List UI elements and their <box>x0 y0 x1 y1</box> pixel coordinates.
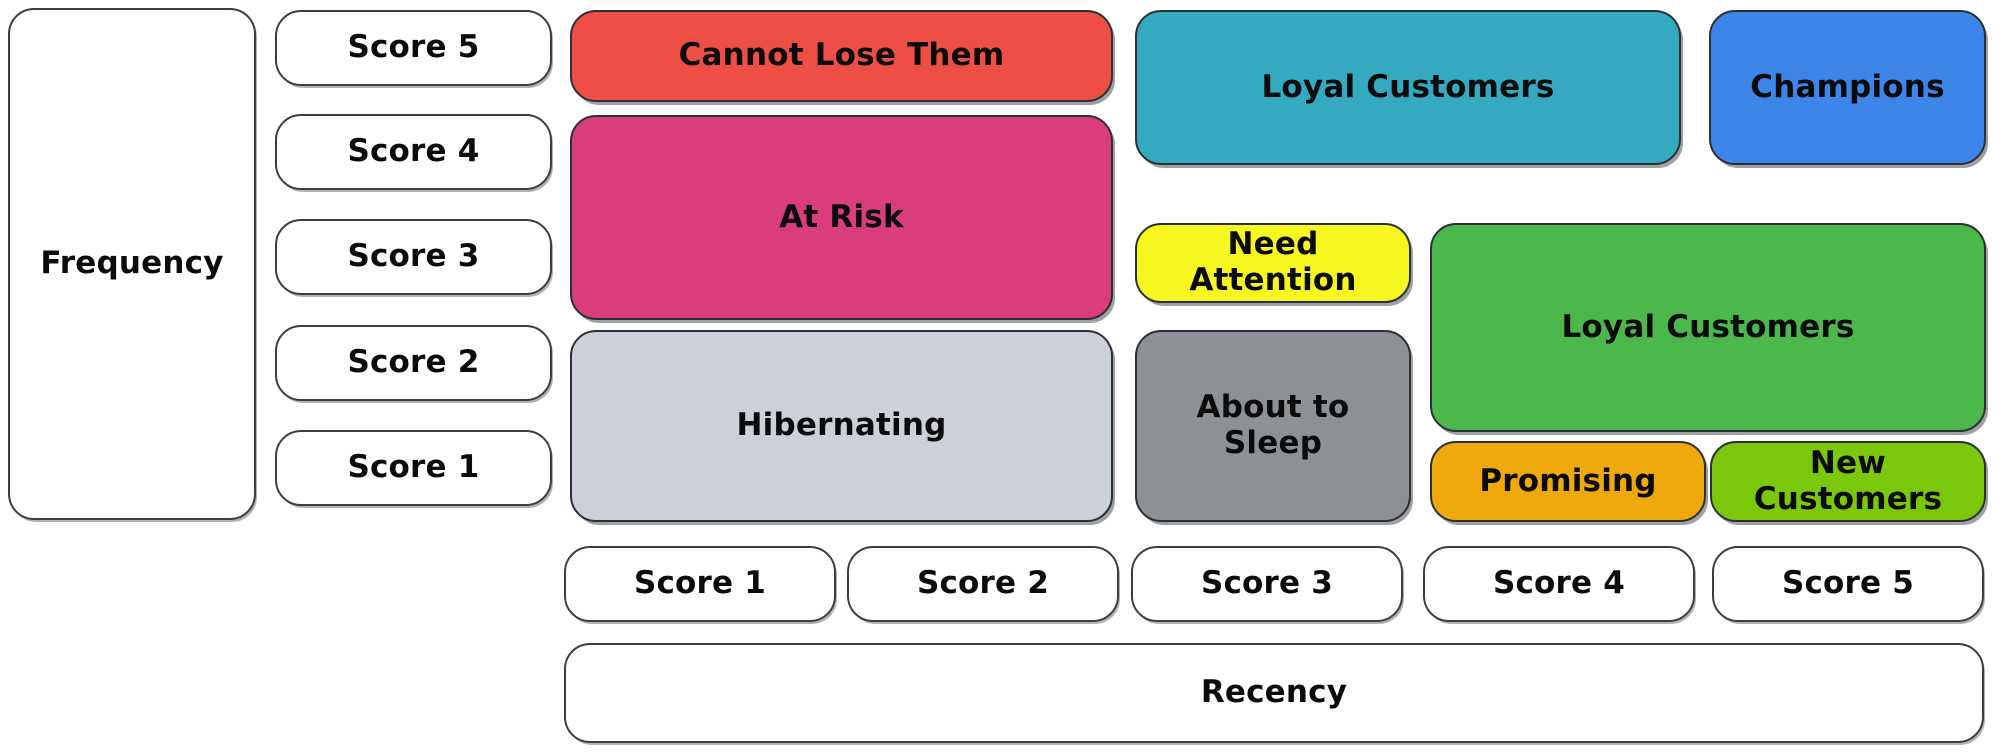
frequency-score-2-label: Score 2 <box>347 344 480 381</box>
frequency-score-3-label: Score 3 <box>347 238 480 275</box>
segment-cannot-lose-them[interactable]: Cannot Lose Them <box>570 10 1113 102</box>
segment-about-to-sleep-label: About to Sleep <box>1196 389 1350 461</box>
segment-loyal-customers-green-label: Loyal Customers <box>1561 308 1855 345</box>
segment-loyal-customers-teal-label: Loyal Customers <box>1261 68 1555 105</box>
segment-cannot-lose-them-label: Cannot Lose Them <box>678 37 1005 74</box>
recency-score-4[interactable]: Score 4 <box>1423 546 1695 622</box>
recency-axis-label-text: Recency <box>1200 674 1348 711</box>
frequency-score-5-label: Score 5 <box>347 29 480 66</box>
frequency-score-3[interactable]: Score 3 <box>275 219 552 295</box>
segment-need-attention-label: Need Attention <box>1189 226 1357 298</box>
segment-champions-label: Champions <box>1750 68 1945 105</box>
frequency-score-2[interactable]: Score 2 <box>275 325 552 401</box>
frequency-score-1[interactable]: Score 1 <box>275 430 552 506</box>
segment-promising-label: Promising <box>1479 462 1657 499</box>
recency-score-1-label: Score 1 <box>633 565 767 602</box>
frequency-score-5[interactable]: Score 5 <box>275 10 552 86</box>
recency-score-3[interactable]: Score 3 <box>1131 546 1403 622</box>
frequency-score-4[interactable]: Score 4 <box>275 114 552 190</box>
segment-need-attention[interactable]: Need Attention <box>1135 223 1411 303</box>
frequency-score-1-label: Score 1 <box>347 449 480 486</box>
segment-new-customers-label: New Customers <box>1753 444 1943 517</box>
recency-score-5-label: Score 5 <box>1781 565 1915 602</box>
segment-champions[interactable]: Champions <box>1709 10 1986 165</box>
frequency-score-4-label: Score 4 <box>347 133 480 170</box>
segment-hibernating-label: Hibernating <box>736 407 947 444</box>
segment-hibernating[interactable]: Hibernating <box>570 330 1113 522</box>
segment-new-customers[interactable]: New Customers <box>1710 441 1986 522</box>
frequency-axis-label-text: Frequency <box>40 245 224 282</box>
frequency-axis-label: Frequency <box>8 8 256 520</box>
segment-promising[interactable]: Promising <box>1430 441 1706 522</box>
segment-at-risk-label: At Risk <box>779 198 904 235</box>
recency-score-1[interactable]: Score 1 <box>564 546 836 622</box>
segment-loyal-customers-teal[interactable]: Loyal Customers <box>1135 10 1681 165</box>
segment-about-to-sleep[interactable]: About to Sleep <box>1135 330 1411 522</box>
recency-axis-label: Recency <box>564 643 1984 743</box>
recency-score-3-label: Score 3 <box>1200 565 1334 602</box>
segment-at-risk[interactable]: At Risk <box>570 115 1113 320</box>
recency-score-2[interactable]: Score 2 <box>847 546 1119 622</box>
recency-score-5[interactable]: Score 5 <box>1712 546 1984 622</box>
segment-loyal-customers-green[interactable]: Loyal Customers <box>1430 223 1986 432</box>
recency-score-4-label: Score 4 <box>1492 565 1626 602</box>
recency-score-2-label: Score 2 <box>916 565 1050 602</box>
